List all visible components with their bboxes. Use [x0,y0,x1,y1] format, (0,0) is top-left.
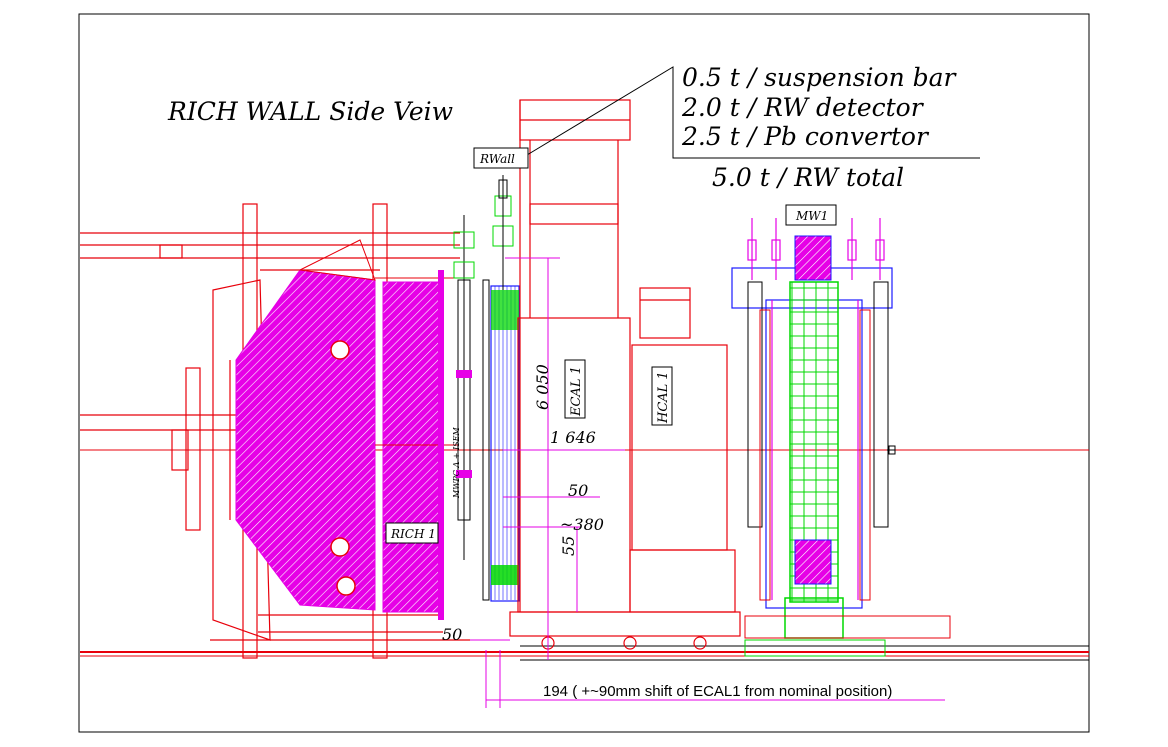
weight-leader [526,66,980,159]
dimension-footer-lines [485,650,945,708]
dim-55: 55 [559,536,578,556]
dim-50-a: 50 [568,481,588,500]
dim-380: ~380 [560,515,604,534]
dim-50-b: 50 [442,625,462,644]
ecal1-label: ECAL 1 [569,366,584,417]
rich1-label: RICH 1 [390,527,436,541]
mw1-label: MW1 [795,209,828,223]
rwall-detector [482,175,520,602]
weight-total: 5.0 t / RW total [712,163,904,192]
dim-footer: 194 ( +~90mm shift of ECAL1 from nominal… [543,683,892,700]
rwall-label-box [473,147,529,169]
rwall-label: RWall [479,152,515,166]
weight-line-1: 0.5 t / suspension bar [682,63,958,92]
mwpc-label: MWPC Λ + ISEM [452,426,461,499]
dim-6050: 6 050 [533,364,552,410]
hcal1-label: HCAL 1 [656,371,671,424]
dim-1646: 1 646 [550,428,596,447]
dimension-lines [470,257,625,660]
floor-rails [80,645,1089,661]
mw1-module [731,218,951,657]
mwpc-column [438,215,475,620]
hcal1-module [629,287,736,613]
page-title: RICH WALL Side Veiw [167,97,453,126]
weight-line-2: 2.0 t / RW detector [681,93,925,122]
weight-line-3: 2.5 t / Pb convertor [681,122,930,151]
drawing-frame [78,13,1090,733]
rich1-label-box [385,522,439,544]
rich1-vessel [235,239,458,613]
hcal1-label-box [651,366,673,426]
mw1-label-box [785,204,837,226]
ecal1-label-box [564,359,586,419]
